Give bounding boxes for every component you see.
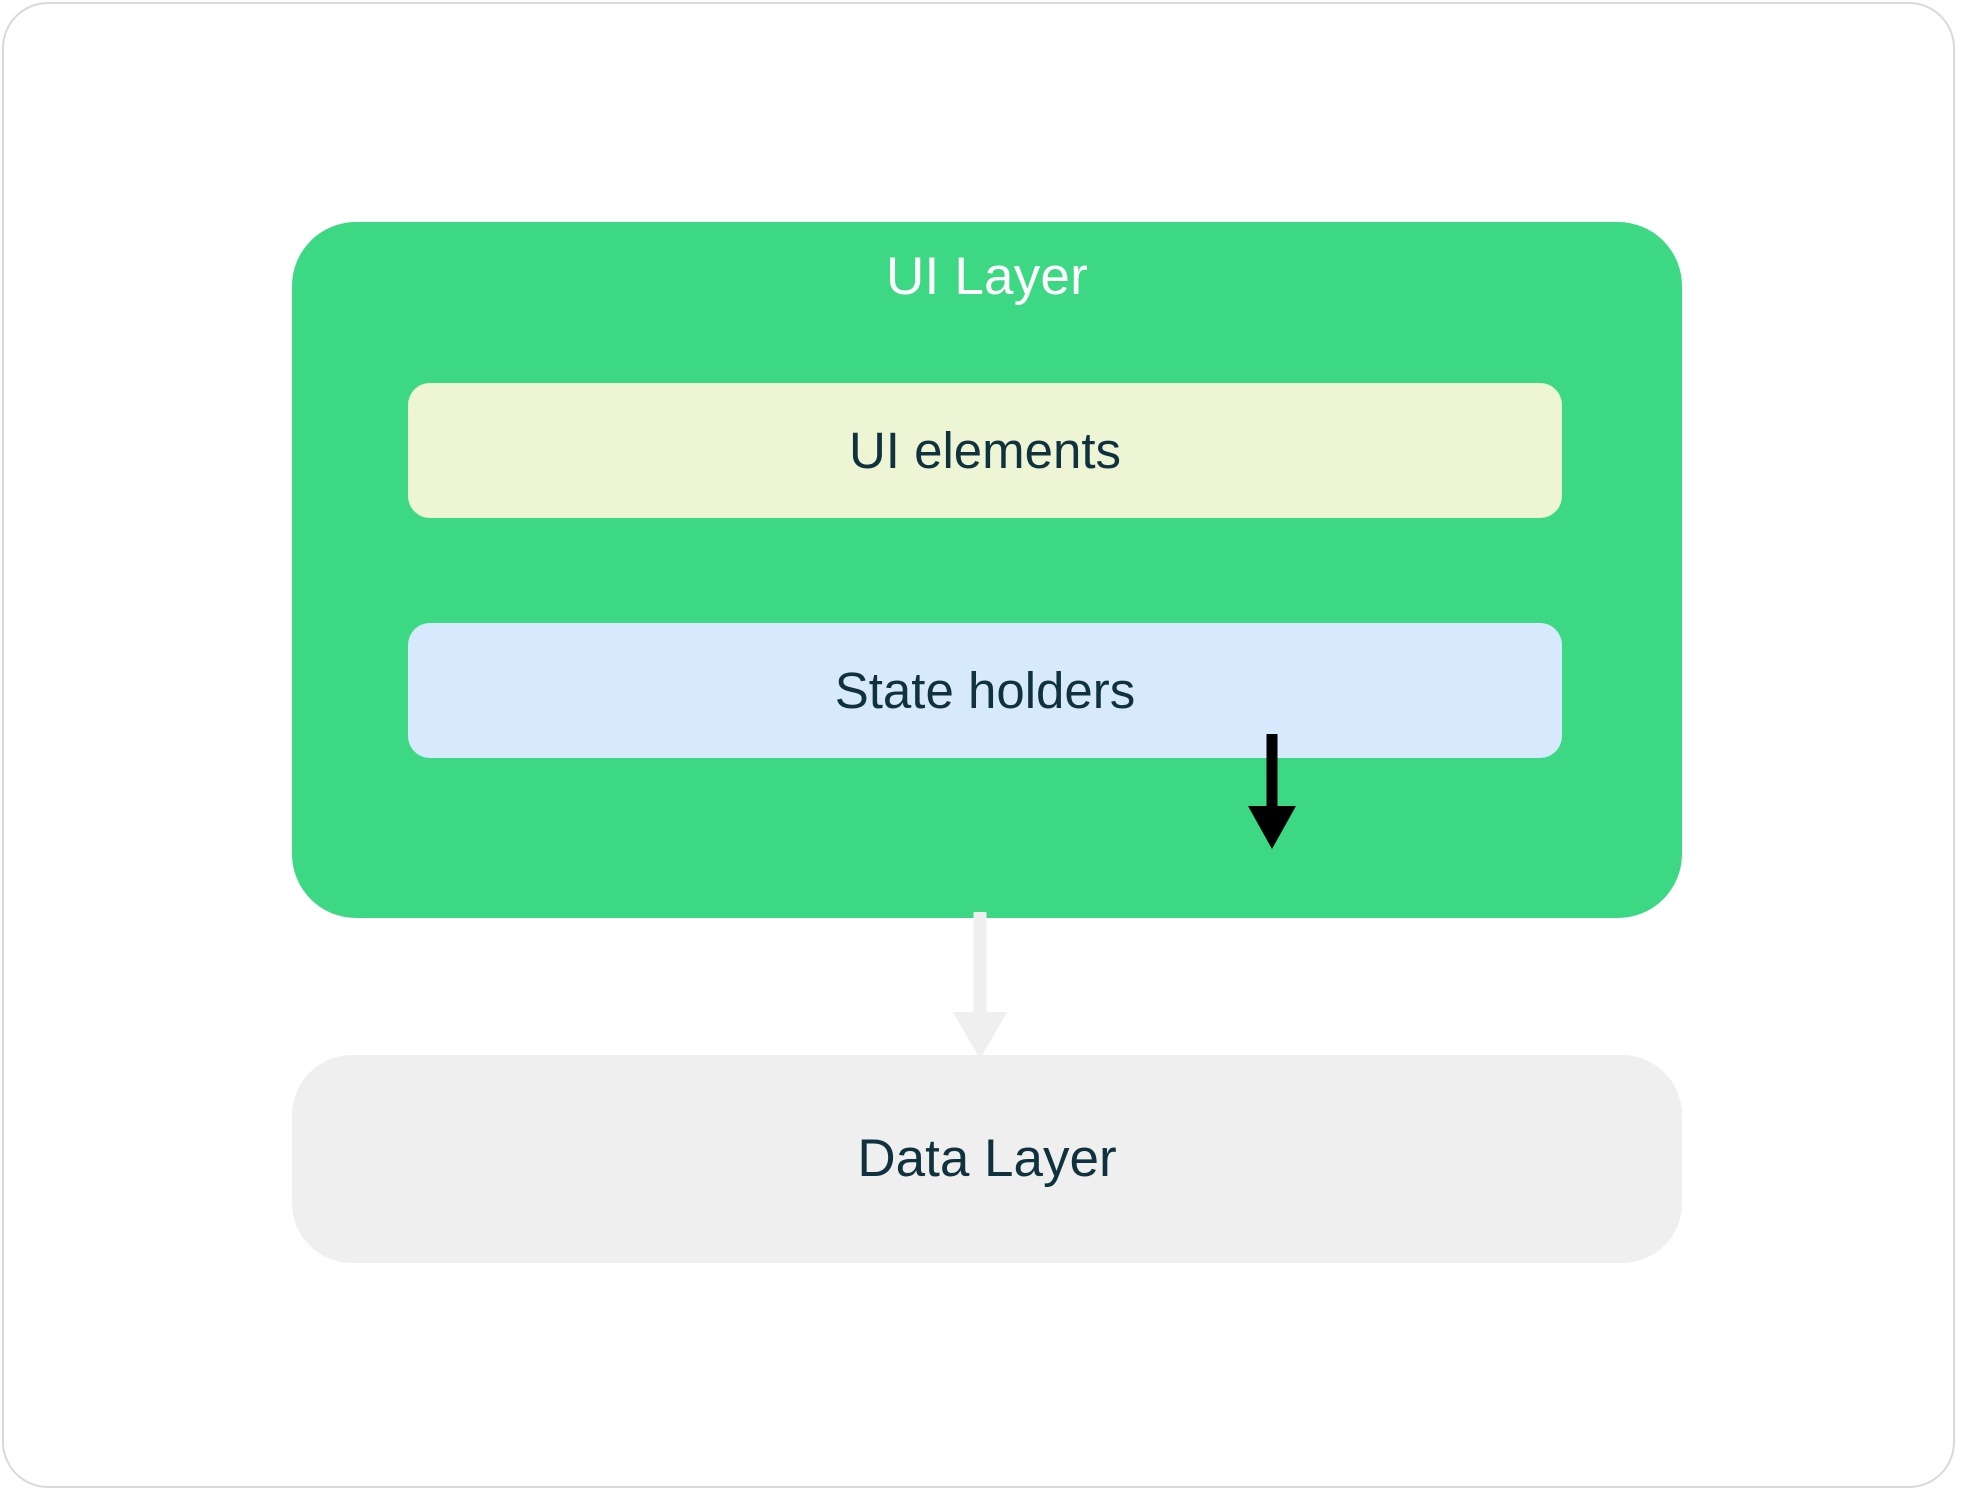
- ui-elements-label: UI elements: [848, 421, 1122, 479]
- ui-elements-node[interactable]: UI elements: [408, 383, 1562, 518]
- arrow-ui-layer-to-data-layer-icon: [953, 912, 1007, 1059]
- ui-layer-label: UI Layer: [886, 247, 1088, 306]
- ui-layer-node[interactable]: UI Layer UI elements State holders: [292, 222, 1682, 918]
- data-layer-label: Data Layer: [857, 1129, 1117, 1188]
- state-holders-node[interactable]: State holders: [408, 623, 1562, 758]
- arrow-ui-elements-to-state-holders-icon: [1248, 734, 1296, 849]
- data-layer-node[interactable]: Data Layer: [292, 1055, 1682, 1263]
- state-holders-label: State holders: [834, 661, 1136, 719]
